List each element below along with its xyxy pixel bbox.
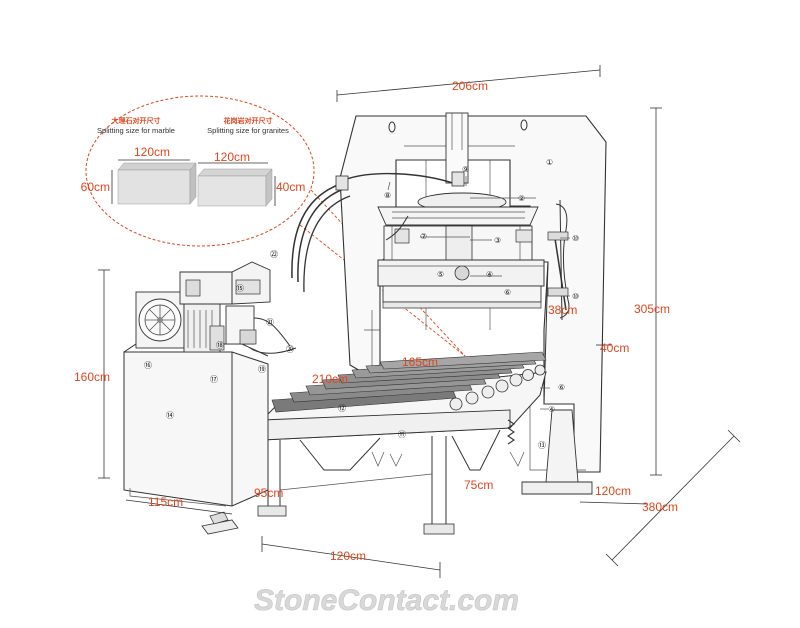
hydraulic-cylinder [377,112,539,226]
hydraulic-unit [123,261,297,535]
part-12-label: ⑫ [338,404,346,413]
part-16-label: ⑯ [144,361,152,370]
marble-block [117,162,197,205]
part-3-label: ③ [494,236,501,245]
part-11-label: ⑪ [398,430,406,439]
dim-table-length: 210cm [312,372,348,386]
dim-leg-spacing: 75cm [464,478,493,492]
dim-column-width: 40cm [600,341,629,355]
marble-label-cn: 大理石对开尺寸 [112,116,161,125]
part-15-label: ⑮ [236,284,244,293]
dim-top-width: 206cm [452,79,488,93]
part-4-label: ④ [486,270,493,279]
hydraulic-hoses [291,171,465,293]
granite-width-dim: 120cm [214,150,250,164]
part-5-label: ⑤ [437,270,444,279]
dim-hydraulic-height: 160cm [74,370,110,384]
part-1-label: ① [546,158,553,167]
granite-label-en: Splitting size for granites [207,126,289,135]
part-4-label-table: ④ [548,405,555,414]
part-10-label-upper: ⑩ [572,234,579,243]
granite-height-dim: 40cm [276,180,305,194]
dim-tank-width: 115cm [148,495,183,509]
part-19-label: ⑲ [258,365,266,374]
dim-base-depth: 120cm [595,484,631,498]
marble-width-dim: 120cm [134,145,170,159]
part-18-label: ⑱ [216,341,224,350]
part-22-label: ㉒ [270,250,278,259]
marble-label-en: Splitting size for marble [97,126,175,135]
part-17-label: ⑰ [210,375,218,384]
dim-frame-depth: 38cm [548,303,577,317]
dim-table-width: 120cm [330,549,366,563]
part-7-label: ⑦ [420,232,427,241]
marble-height-dim: 60cm [81,180,110,194]
dim-rail-length: 165cm [402,355,438,369]
part-20-label: ⑳ [286,345,294,354]
dim-total-height: 305cm [634,302,670,316]
part-21-label: ㉑ [266,318,274,327]
part-14-label: ⑭ [166,411,174,420]
splitting-size-callout: 大理石对开尺寸 Splitting size for marble 花岗岩对开尺… [81,95,466,357]
upper-crossbeam [377,225,545,309]
part-8-label: ⑧ [384,191,391,200]
granite-block [197,168,273,207]
part-10-label-lower: ⑩ [572,292,579,301]
part-callouts [387,176,570,410]
watermark: StoneContact.com [254,584,519,617]
rollers [271,351,547,413]
dim-table-height: 95cm [254,486,283,500]
part-9-label: ⑨ [462,165,469,174]
guide-rods [547,199,570,321]
granite-label-cn: 花岗岩对开尺寸 [224,116,273,125]
part-13-label: ⑬ [538,441,546,450]
roller-table [257,351,593,535]
part-6-label-table: ⑥ [558,383,565,392]
dim-overall-depth: 380cm [642,500,678,514]
dimension-lines [98,65,741,578]
spring [507,419,515,445]
part-6-label: ⑥ [504,288,511,297]
part-2-label: ② [518,194,525,203]
